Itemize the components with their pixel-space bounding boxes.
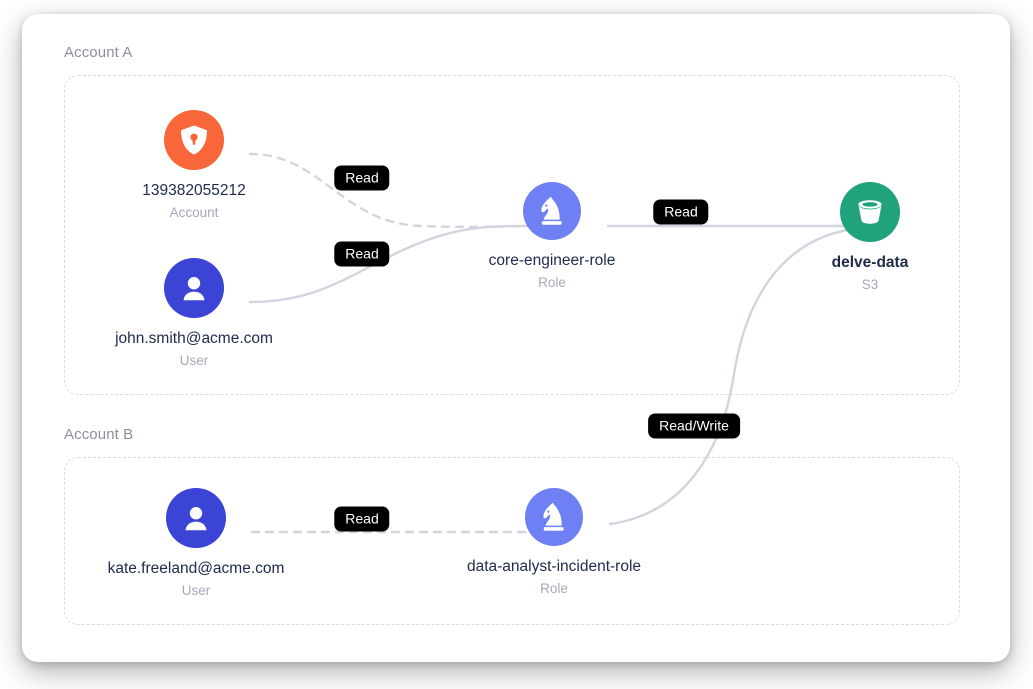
edge-badge-account-to-core-role[interactable]: Read	[334, 165, 390, 191]
user-avatar-icon	[166, 488, 226, 548]
node-subtitle: Account	[169, 205, 219, 221]
node-role-core-engineer[interactable]: core-engineer-role Role	[422, 182, 682, 292]
node-subtitle: Role	[540, 581, 568, 597]
node-title: data-analyst-incident-role	[466, 558, 642, 575]
node-user-john-smith[interactable]: john.smith@acme.com User	[64, 258, 324, 370]
edge-badge-kate-to-analyst-role[interactable]: Read	[334, 506, 390, 532]
node-title: delve-data	[831, 254, 909, 271]
node-user-kate-freeland[interactable]: kate.freeland@acme.com User	[66, 488, 326, 600]
group-label-account-b: Account B	[64, 426, 134, 443]
node-title: 139382055212	[142, 182, 246, 199]
group-box-account-a	[64, 75, 960, 395]
user-avatar-icon	[164, 258, 224, 318]
edge-badge-john-to-core-role[interactable]: Read	[334, 241, 390, 267]
node-title: kate.freeland@acme.com	[107, 560, 285, 577]
node-title: core-engineer-role	[488, 252, 616, 269]
edge-badge-analyst-role-to-bucket[interactable]: Read/Write	[648, 413, 740, 439]
node-subtitle: User	[179, 353, 209, 369]
knight-chess-icon	[523, 182, 581, 240]
node-account-139382055212[interactable]: 139382055212 Account	[64, 110, 324, 222]
node-role-data-analyst-incident[interactable]: data-analyst-incident-role Role	[424, 488, 684, 598]
group-label-account-a: Account A	[64, 44, 133, 61]
node-bucket-delve-data[interactable]: delve-data S3	[740, 182, 1000, 294]
bucket-icon	[840, 182, 900, 242]
node-subtitle: Role	[538, 275, 566, 291]
diagram-card: Account A Account B Read Read Read Read …	[22, 14, 1010, 662]
edge-badge-core-role-to-bucket[interactable]: Read	[653, 199, 709, 225]
shield-lock-icon	[164, 110, 224, 170]
node-subtitle: User	[181, 583, 211, 599]
node-subtitle: S3	[861, 277, 879, 293]
node-title: john.smith@acme.com	[115, 330, 273, 347]
knight-chess-icon	[525, 488, 583, 546]
group-box-account-b	[64, 457, 960, 625]
